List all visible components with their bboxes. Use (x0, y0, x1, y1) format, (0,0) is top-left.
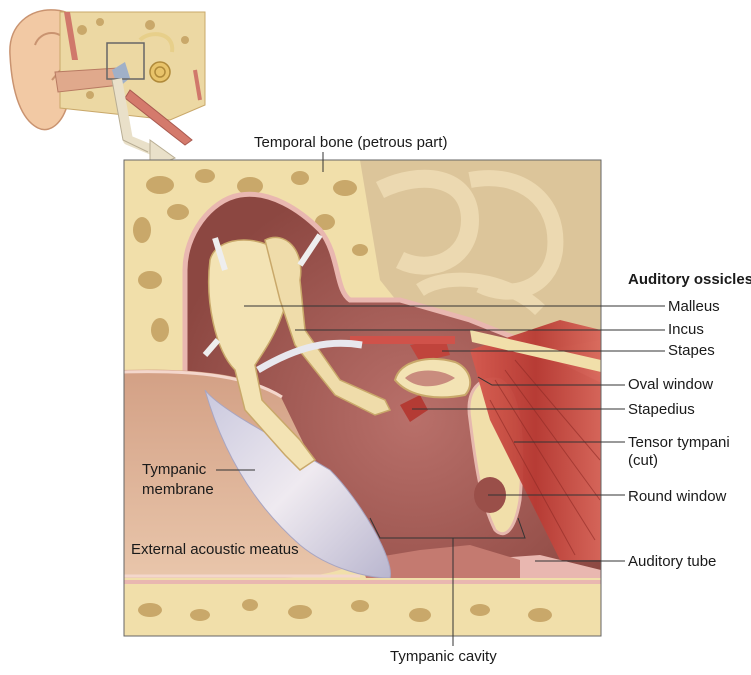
label-tympanic-cavity: Tympanic cavity (390, 648, 497, 665)
label-malleus: Malleus (668, 298, 720, 315)
zoom-box (106, 42, 145, 80)
label-tympanic-membrane: Tympanic (142, 461, 207, 478)
main-panel-illustration (124, 160, 601, 636)
label-external-acoustic-meatus: External acoustic meatus (131, 541, 299, 558)
label-tensor-tympani-cut: (cut) (628, 452, 658, 469)
ear-overview-thumbnail (9, 9, 206, 169)
label-tympanic-membrane-2: membrane (142, 481, 214, 498)
label-temporal-bone: Temporal bone (petrous part) (254, 134, 448, 151)
label-auditory-tube: Auditory tube (628, 553, 717, 570)
label-stapes: Stapes (668, 342, 715, 359)
label-incus: Incus (668, 321, 704, 338)
leader-oval-window (477, 376, 625, 386)
label-oval-window: Oval window (628, 376, 714, 393)
leader-lines (216, 152, 665, 646)
label-stapedius: Stapedius (628, 401, 695, 418)
label-tensor-tympani: Tensor tympani (628, 434, 730, 451)
label-round-window: Round window (628, 488, 727, 505)
label-auditory-ossicles: Auditory ossicles (628, 271, 751, 288)
